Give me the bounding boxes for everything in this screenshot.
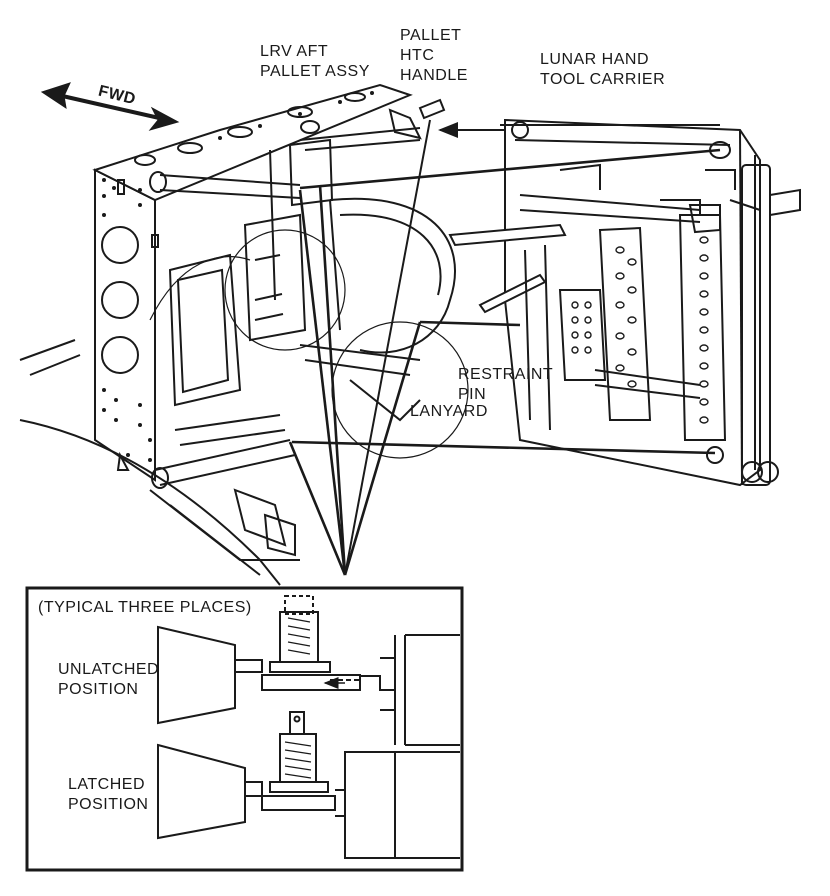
pallet-htc-handle: [418, 98, 446, 120]
unlatched-position-label-line2: POSITION: [58, 681, 139, 698]
inset-detail: [25, 586, 464, 872]
lanyard-label: LANYARD: [410, 403, 488, 420]
lrv-pallet-structure: [19, 83, 469, 586]
leader-lines: [288, 119, 721, 576]
unlatched-mechanism: [157, 595, 460, 746]
lunar-hand-tool-carrier: [448, 118, 801, 487]
latched-position-label-line2: POSITION: [68, 796, 149, 813]
pallet-htc-handle-label-line2: HTC: [400, 47, 435, 64]
lunar-hand-tool-carrier-label-line1: LUNAR HAND: [540, 51, 650, 68]
restraint-pin-label-line2: PIN: [458, 386, 487, 403]
latched-position-label-line1: LATCHED: [68, 776, 145, 793]
inset-title: (TYPICAL THREE PLACES): [38, 599, 252, 616]
restraint-pin-label-line1: RESTRAINT: [458, 366, 554, 383]
lunar-hand-tool-carrier-label-line2: TOOL CARRIER: [540, 71, 666, 88]
pallet-htc-handle-label-line3: HANDLE: [400, 67, 468, 84]
latched-mechanism: [157, 711, 460, 859]
lrv-aft-pallet-label-line1: LRV AFT: [260, 43, 329, 60]
lrv-aft-pallet-label-line2: PALLET ASSY: [260, 63, 370, 80]
unlatched-position-label-line1: UNLATCHED: [58, 661, 160, 678]
pallet-htc-handle-label-line1: PALLET: [400, 27, 462, 44]
fwd-arrow: [40, 82, 180, 131]
